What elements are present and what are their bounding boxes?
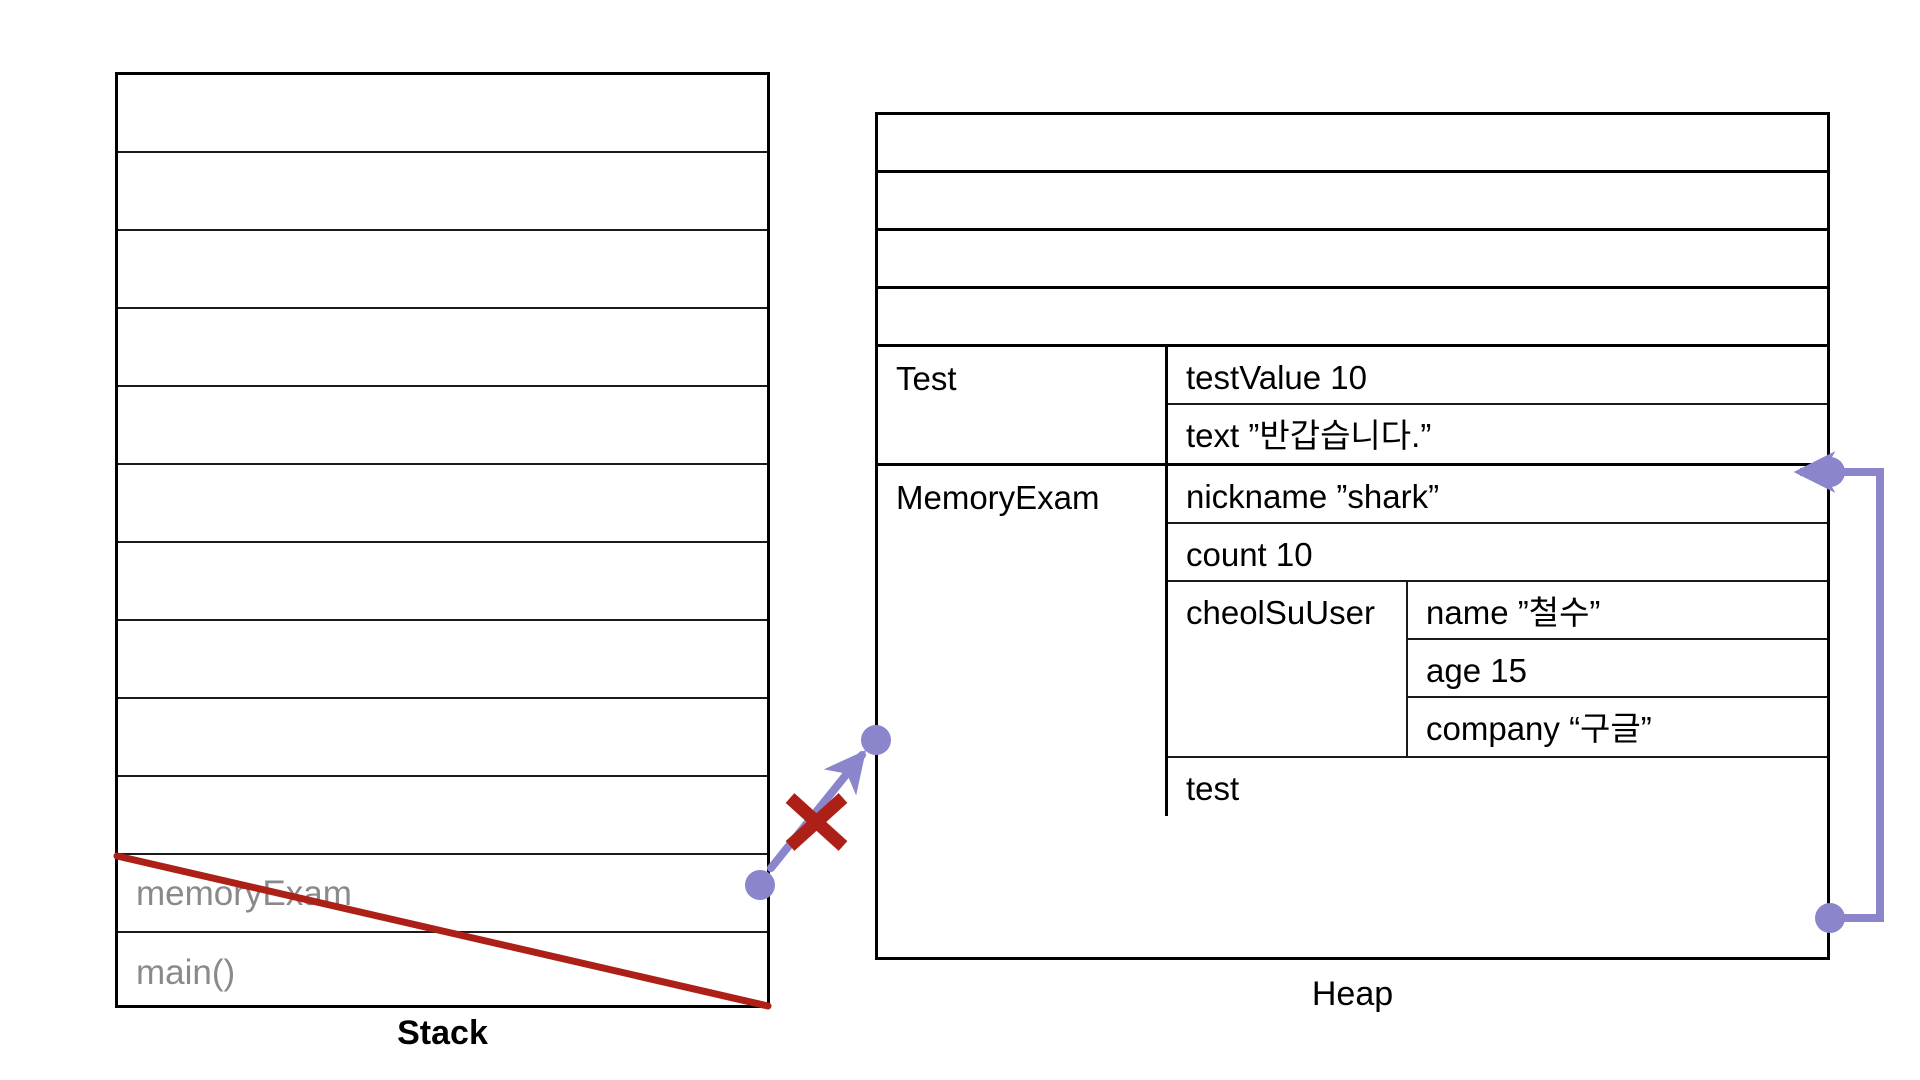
- heap-object-test: Test testValue 10 text ”반갑습니다.”: [878, 347, 1827, 466]
- heap-nested-object-name: cheolSuUser: [1168, 582, 1408, 756]
- heap-nested-object-fields: name ”철수” age 15 company “구글”: [1408, 582, 1827, 756]
- heap-nested-object-cheolsuuser: cheolSuUser name ”철수” age 15 company “구글…: [1168, 582, 1827, 758]
- heap-field: testValue 10: [1168, 347, 1827, 405]
- heap-field: count 10: [1168, 524, 1827, 582]
- stack-frame: memoryExam: [118, 855, 767, 933]
- stack-slot-empty: [118, 465, 767, 543]
- heap-field: nickname ”shark”: [1168, 466, 1827, 524]
- stack-slot-empty: [118, 777, 767, 855]
- stack-slot-empty: [118, 231, 767, 309]
- stack-frame-label: main(): [136, 952, 236, 992]
- cross-out-x-icon: [785, 793, 848, 851]
- heap-field: text ”반갑습니다.”: [1186, 417, 1432, 454]
- stack-slot-empty: [118, 621, 767, 699]
- heap-nested-field: age 15: [1408, 640, 1827, 698]
- stack-slot-empty: [118, 153, 767, 231]
- heap-slot-empty: [878, 115, 1827, 173]
- heap-object-memoryexam: MemoryExam nickname ”shark” count 10 che…: [878, 466, 1827, 816]
- stack-box: memoryExam main(): [115, 72, 770, 1008]
- stack-slot-empty: [118, 75, 767, 153]
- stack-slot-empty: [118, 387, 767, 465]
- heap-slot-empty: [878, 173, 1827, 231]
- heap-object-fields: testValue 10 text ”반갑습니다.”: [1168, 347, 1827, 463]
- heap-object-name: MemoryExam: [878, 466, 1168, 816]
- heap-caption: Heap: [1311, 975, 1394, 1013]
- stack-slot-empty: [118, 309, 767, 387]
- heap-empty-rows: [878, 115, 1827, 347]
- heap-field-test-reference: test: [1186, 770, 1240, 807]
- stack-slot-empty: [118, 543, 767, 621]
- heap-nested-field: name ”철수”: [1408, 582, 1827, 640]
- heap-nested-field: company “구글”: [1426, 710, 1652, 747]
- stack-to-heap-arrow-line: [767, 750, 867, 872]
- stack-frame-label: memoryExam: [136, 873, 352, 913]
- stack-caption: Stack: [397, 1014, 488, 1052]
- heap-object-fields: nickname ”shark” count 10 cheolSuUser na…: [1168, 466, 1827, 816]
- heap-box: Test testValue 10 text ”반갑습니다.” MemoryEx…: [875, 112, 1830, 960]
- heap-object-name: Test: [878, 347, 1168, 463]
- heap-slot-empty: [878, 231, 1827, 289]
- stack-slot-empty: [118, 699, 767, 777]
- heap-slot-empty: [878, 289, 1827, 347]
- stack-frame: main(): [118, 933, 767, 1011]
